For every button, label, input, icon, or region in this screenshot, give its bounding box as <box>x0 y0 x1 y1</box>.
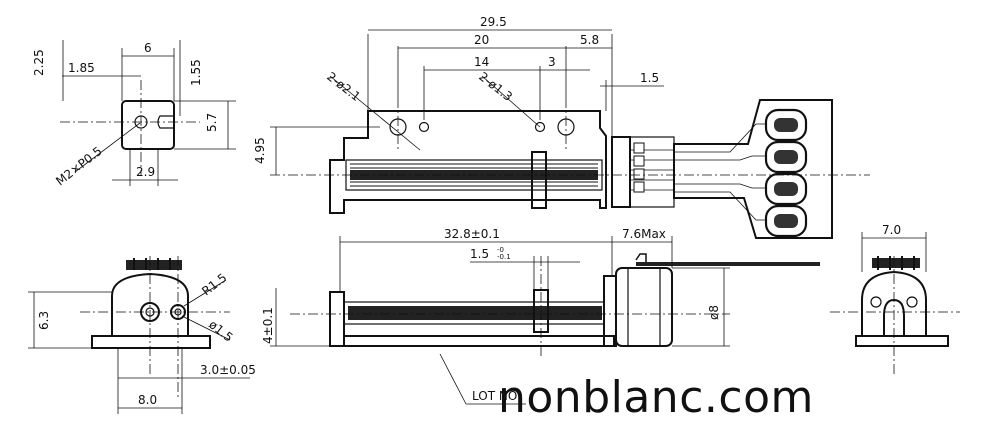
dim-8-0: 8.0 <box>138 393 157 407</box>
dim-7-6max: 7.6Max <box>622 227 666 241</box>
front-view: 32.8±0.1 7.6Max 1.5 -0 -0.1 ø8 4±0.1 LOT… <box>261 227 820 405</box>
end-view-right: 7.0 <box>830 223 960 376</box>
dim-4-95: 4.95 <box>253 137 267 164</box>
dim-7-0: 7.0 <box>882 223 901 237</box>
dim-5-8: 5.8 <box>580 33 599 47</box>
dim-29-5: 29.5 <box>480 15 507 29</box>
dim-dia-8: ø8 <box>707 305 721 320</box>
dim-2-9: 2.9 <box>136 165 155 179</box>
dim-1-5-tol-sub: -0.1 <box>497 253 511 261</box>
dim-hole-small: 2-ø1.3 <box>476 69 515 104</box>
dim-1-5-tol-sup: -0 <box>497 246 504 254</box>
dim-2-25: 2.25 <box>32 49 46 76</box>
lot-label: LOT NO <box>472 389 517 403</box>
dim-1-85: 1.85 <box>68 61 95 75</box>
dim-1-5-tol: 1.5 <box>470 247 489 261</box>
dim-20: 20 <box>474 33 489 47</box>
dim-hole-big: 2-ø2.1 <box>324 69 363 104</box>
dim-32-8: 32.8±0.1 <box>444 227 500 241</box>
dim-6-3: 6.3 <box>37 311 51 330</box>
dim-1-5: 1.5 <box>640 71 659 85</box>
watermark: nonblanc.com <box>498 372 814 423</box>
dim-6: 6 <box>144 41 152 55</box>
dim-3: 3 <box>548 55 556 69</box>
top-left-end-view: 6 1.85 2.25 1.55 5.7 2.9 M2×P0.5 <box>32 40 236 188</box>
dim-4: 4±0.1 <box>261 307 275 344</box>
top-view: 29.5 20 5.8 14 3 1.5 2-ø2.1 2-ø1.3 4.95 <box>253 15 870 239</box>
dim-thread: M2×P0.5 <box>53 144 104 189</box>
dim-14: 14 <box>474 55 489 69</box>
end-view-left: 6.3 R1.5 ø1.5 3.0±0.05 8.0 <box>28 256 256 414</box>
dim-r1-5: R1.5 <box>199 270 229 298</box>
dim-3-0: 3.0±0.05 <box>200 363 256 377</box>
dim-5-7: 5.7 <box>205 113 219 132</box>
dim-1-55: 1.55 <box>189 59 203 86</box>
